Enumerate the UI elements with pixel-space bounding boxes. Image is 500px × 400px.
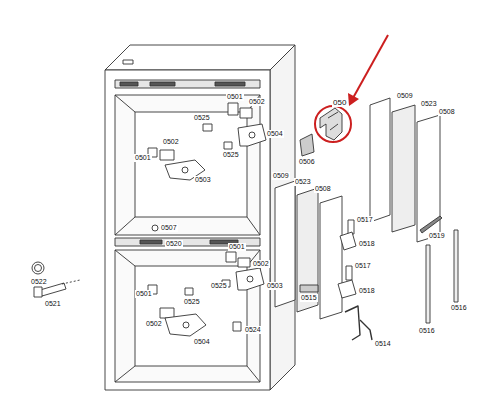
callout-number: 0502 bbox=[248, 98, 266, 106]
part-0517 bbox=[346, 266, 352, 280]
callout-number: 0518 bbox=[358, 240, 376, 248]
callout-number: 0509 bbox=[272, 172, 290, 180]
handle-0516 bbox=[426, 245, 430, 323]
hinge-pin bbox=[182, 167, 188, 173]
bracket-part bbox=[320, 108, 342, 140]
upper-frame bbox=[115, 80, 260, 88]
callout-number: 0518 bbox=[358, 287, 376, 295]
callout-number: 0515 bbox=[300, 294, 318, 302]
part-0518 bbox=[338, 280, 356, 298]
part-0518 bbox=[340, 232, 356, 250]
callout-number: 0502 bbox=[162, 138, 180, 146]
panel-0508 bbox=[417, 115, 440, 242]
callout-number: 0514 bbox=[374, 340, 392, 348]
callout-number: 0502 bbox=[252, 260, 270, 268]
callout-number: 0519 bbox=[428, 232, 446, 240]
panel-0509 bbox=[370, 98, 390, 222]
callout-number: 0525 bbox=[193, 114, 211, 122]
hinge-0504 bbox=[165, 314, 206, 336]
callout-number: 0521 bbox=[44, 300, 62, 308]
panel-0523 bbox=[297, 188, 318, 312]
callout-number: 0506 bbox=[298, 158, 316, 166]
lower-opening bbox=[115, 250, 260, 382]
highlight-arrowhead bbox=[348, 93, 359, 106]
callout-number: 0507 bbox=[160, 224, 178, 232]
callout-number: 0508 bbox=[438, 108, 456, 116]
callout-number: 0517 bbox=[356, 216, 374, 224]
callout-number: 0503 bbox=[194, 176, 212, 184]
frame-slot bbox=[150, 82, 175, 86]
hinge-pin bbox=[247, 276, 253, 282]
hinge-part-0502 bbox=[160, 308, 174, 318]
panel-0508 bbox=[320, 196, 342, 319]
hinge-part-0502 bbox=[240, 108, 252, 118]
hinge-part-0501 bbox=[228, 103, 238, 115]
callout-number: 0503 bbox=[266, 282, 284, 290]
callout-number: 0501 bbox=[226, 93, 244, 101]
callout-number: 0509 bbox=[396, 92, 414, 100]
callout-number: 0501 bbox=[228, 243, 246, 251]
handle-0516 bbox=[454, 230, 458, 302]
leader bbox=[62, 280, 80, 284]
hinge-part-0501 bbox=[226, 252, 236, 262]
clip-0525 bbox=[185, 288, 193, 295]
callout-number: 0504 bbox=[193, 338, 211, 346]
cabinet-top bbox=[105, 45, 295, 70]
screw-head bbox=[34, 287, 42, 297]
callout-number: 0504 bbox=[266, 130, 284, 138]
callout-number: 0522 bbox=[30, 278, 48, 286]
callout-number: 050 bbox=[332, 98, 347, 107]
hinge-0504 bbox=[238, 124, 266, 146]
upper-edges bbox=[115, 95, 260, 235]
callout-number: 0523 bbox=[294, 178, 312, 186]
hinge-part-0502 bbox=[238, 258, 250, 267]
frame-slot bbox=[120, 82, 138, 86]
part-0514 bbox=[345, 306, 360, 340]
top-vent bbox=[123, 60, 133, 64]
upper-opening bbox=[115, 95, 260, 235]
hinge-pin bbox=[249, 132, 255, 138]
callout-number: 0516 bbox=[418, 327, 436, 335]
hinge-0503 bbox=[236, 268, 264, 290]
callout-number: 0508 bbox=[314, 185, 332, 193]
part-0507 bbox=[152, 225, 158, 231]
washer-hole bbox=[35, 265, 42, 272]
callout-number: 0502 bbox=[145, 320, 163, 328]
lower-back bbox=[135, 266, 247, 366]
hinge-part-0502 bbox=[160, 150, 174, 160]
part-0506 bbox=[300, 134, 314, 156]
callout-number: 0501 bbox=[134, 154, 152, 162]
callout-number: 0517 bbox=[354, 262, 372, 270]
upper-back bbox=[135, 112, 247, 217]
clip-0525 bbox=[203, 124, 212, 131]
callout-number: 0525 bbox=[222, 151, 240, 159]
frame-slot bbox=[215, 82, 245, 86]
callout-number: 0523 bbox=[420, 100, 438, 108]
bracket-detail bbox=[328, 112, 338, 130]
lower-edges bbox=[115, 250, 260, 382]
part-0514 bbox=[360, 320, 372, 340]
cabinet-front bbox=[105, 70, 270, 390]
part-0524 bbox=[233, 322, 241, 331]
hinge-pin bbox=[183, 322, 189, 328]
clip-0525 bbox=[224, 142, 232, 149]
callout-number: 0516 bbox=[450, 304, 468, 312]
callout-number: 0525 bbox=[210, 282, 228, 290]
panel-0523 bbox=[392, 105, 415, 232]
callout-number: 0525 bbox=[183, 298, 201, 306]
highlight-circle bbox=[315, 106, 351, 142]
callout-number: 0501 bbox=[135, 290, 153, 298]
frame-slot bbox=[140, 240, 162, 244]
part-0515 bbox=[300, 285, 318, 292]
washer-0522 bbox=[32, 262, 44, 274]
cabinet-side bbox=[270, 45, 295, 390]
callout-number: 0524 bbox=[244, 326, 262, 334]
part-0519 bbox=[420, 216, 442, 233]
highlight-arrow bbox=[353, 35, 388, 98]
callout-number: 0520 bbox=[165, 240, 183, 248]
